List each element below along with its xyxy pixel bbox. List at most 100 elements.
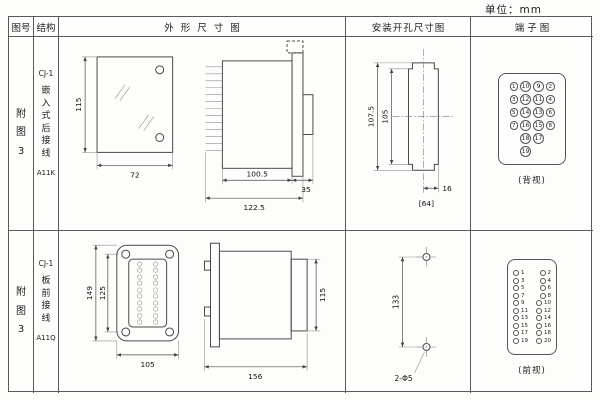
dim-front-inner-height: 125 <box>98 286 107 301</box>
header-outline-dimensions: 外形尺寸图 <box>59 17 346 37</box>
terminal-18: 18 <box>520 133 531 144</box>
terminal-13: 13 <box>513 315 528 322</box>
dim-side-rear: 35 <box>301 185 311 194</box>
structure-row1: CJ-1 嵌 入 式 后 接 线 A11K <box>34 37 59 231</box>
structure-char: 前 <box>41 288 51 299</box>
terminal-6: 6 <box>539 285 551 292</box>
dim-front-width: 105 <box>141 360 156 369</box>
hole-size-label: 2-Φ5 <box>395 374 413 383</box>
terminal-17: 17 <box>533 133 544 144</box>
terminal-screw-icon <box>513 337 519 344</box>
structure-char: 式 <box>41 111 51 121</box>
structure-char: 接 <box>41 301 51 311</box>
side-view: 100.5 122.5 35 <box>205 40 314 212</box>
terminal-spacer <box>546 134 555 143</box>
dim-cutout-outer: 107.5 <box>367 106 376 128</box>
figure-no-row2: 附 图 3 <box>9 231 34 393</box>
model-label: CJ-1 <box>38 69 54 78</box>
terminal-screw-icon <box>539 285 546 292</box>
terminal-screw-icon <box>539 270 546 277</box>
terminal-17: 17 <box>513 330 528 337</box>
terminal-screw-icon <box>513 277 519 284</box>
outline-drawing-cell-row1: 115 72 100.5 <box>59 37 346 231</box>
figure-no-row1: 附 图 3 <box>9 37 34 231</box>
terminal-spacer <box>533 146 544 157</box>
terminal-19: 19 <box>520 146 531 157</box>
terminal-18: 18 <box>536 330 551 337</box>
dim-hole-span: 133 <box>392 295 401 310</box>
terminal-view-label-back: (背视) <box>518 176 546 186</box>
terminal-3: 3 <box>513 277 525 284</box>
figure-char: 3 <box>17 145 25 157</box>
terminal-10: 10 <box>536 300 551 307</box>
dim-side-height: 115 <box>318 288 327 303</box>
figure-char: 附 <box>16 108 26 120</box>
front-view: 149 125 105 <box>85 244 180 369</box>
terminal-1: 1 <box>509 82 518 91</box>
structure-char: 线 <box>41 313 51 324</box>
model-label: CJ-1 <box>38 259 54 268</box>
terminal-15: 15 <box>533 120 544 131</box>
mounting-holes-a11q: 133 2-Φ5 <box>392 247 437 383</box>
mounting-drawing-cell-row2: 133 2-Φ5 <box>346 231 471 393</box>
header-terminal-diagram: 端子图 <box>471 17 593 37</box>
dim-front-width: 72 <box>130 170 139 179</box>
structure-char: 接 <box>41 136 51 146</box>
terminal-screw-icon <box>539 277 546 284</box>
dim-side-body: 100.5 <box>247 169 269 178</box>
terminal-13: 13 <box>533 107 544 118</box>
dim-front-outer-height: 149 <box>85 286 94 301</box>
structure-char: 后 <box>41 123 51 134</box>
structure-char: 板 <box>41 276 51 286</box>
terminal-9: 9 <box>513 300 525 307</box>
terminal-3: 3 <box>509 95 518 104</box>
terminal-spacer <box>510 134 519 143</box>
terminal-14: 14 <box>536 315 551 322</box>
terminal-screw-icon <box>536 307 542 314</box>
terminal-11: 11 <box>513 307 528 314</box>
header-structure: 结构 <box>34 17 59 37</box>
terminal-screw-icon <box>536 322 542 329</box>
terminal-view-label-front: (前视) <box>518 366 546 376</box>
terminal-4: 4 <box>539 277 551 284</box>
outline-drawing-cell-row2: 149 125 105 <box>59 231 346 393</box>
dim-cutout-inner: 105 <box>381 109 390 123</box>
front-view: 115 72 <box>74 56 174 179</box>
terminal-screw-icon <box>513 330 519 337</box>
terminal-7: 7 <box>509 121 518 130</box>
terminal-spacer <box>510 147 519 156</box>
figure-char: 附 <box>16 287 26 299</box>
terminal-10: 10 <box>520 81 531 92</box>
dim-side-length: 156 <box>248 372 263 381</box>
drawing-table: 图号 结构 外形尺寸图 安装开孔尺寸图 端子图 附 图 3 CJ-1 嵌 入 式… <box>8 16 593 393</box>
dim-bracket: [64] <box>419 199 434 208</box>
outline-drawing-a11k: 115 72 100.5 <box>74 40 314 212</box>
type-code: A11K <box>36 169 56 177</box>
terminal-6: 6 <box>546 108 555 117</box>
figure-char: 图 <box>16 305 26 317</box>
terminal-15: 15 <box>513 322 528 329</box>
structure-char: 入 <box>41 98 51 109</box>
terminal-5: 5 <box>509 108 518 117</box>
terminal-screw-icon <box>513 300 519 307</box>
terminal-8: 8 <box>546 121 555 130</box>
terminal-14: 14 <box>520 107 531 118</box>
dim-front-height: 115 <box>74 97 83 111</box>
dim-side-total: 122.5 <box>244 203 266 212</box>
type-code: A11Q <box>36 334 56 342</box>
terminal-spacer <box>546 147 555 156</box>
terminal-2: 2 <box>546 82 555 91</box>
terminal-9: 9 <box>533 81 544 92</box>
terminal-12: 12 <box>520 94 531 105</box>
terminal-screw-icon <box>513 285 519 292</box>
terminal-screw-icon <box>536 337 542 344</box>
outline-drawing-a11q: 149 125 105 <box>85 242 327 381</box>
side-view: 156 115 <box>203 242 327 381</box>
terminal-5: 5 <box>513 285 525 292</box>
terminal-screw-icon <box>513 270 519 277</box>
terminal-11: 11 <box>533 94 544 105</box>
terminal-19: 19 <box>513 337 528 344</box>
